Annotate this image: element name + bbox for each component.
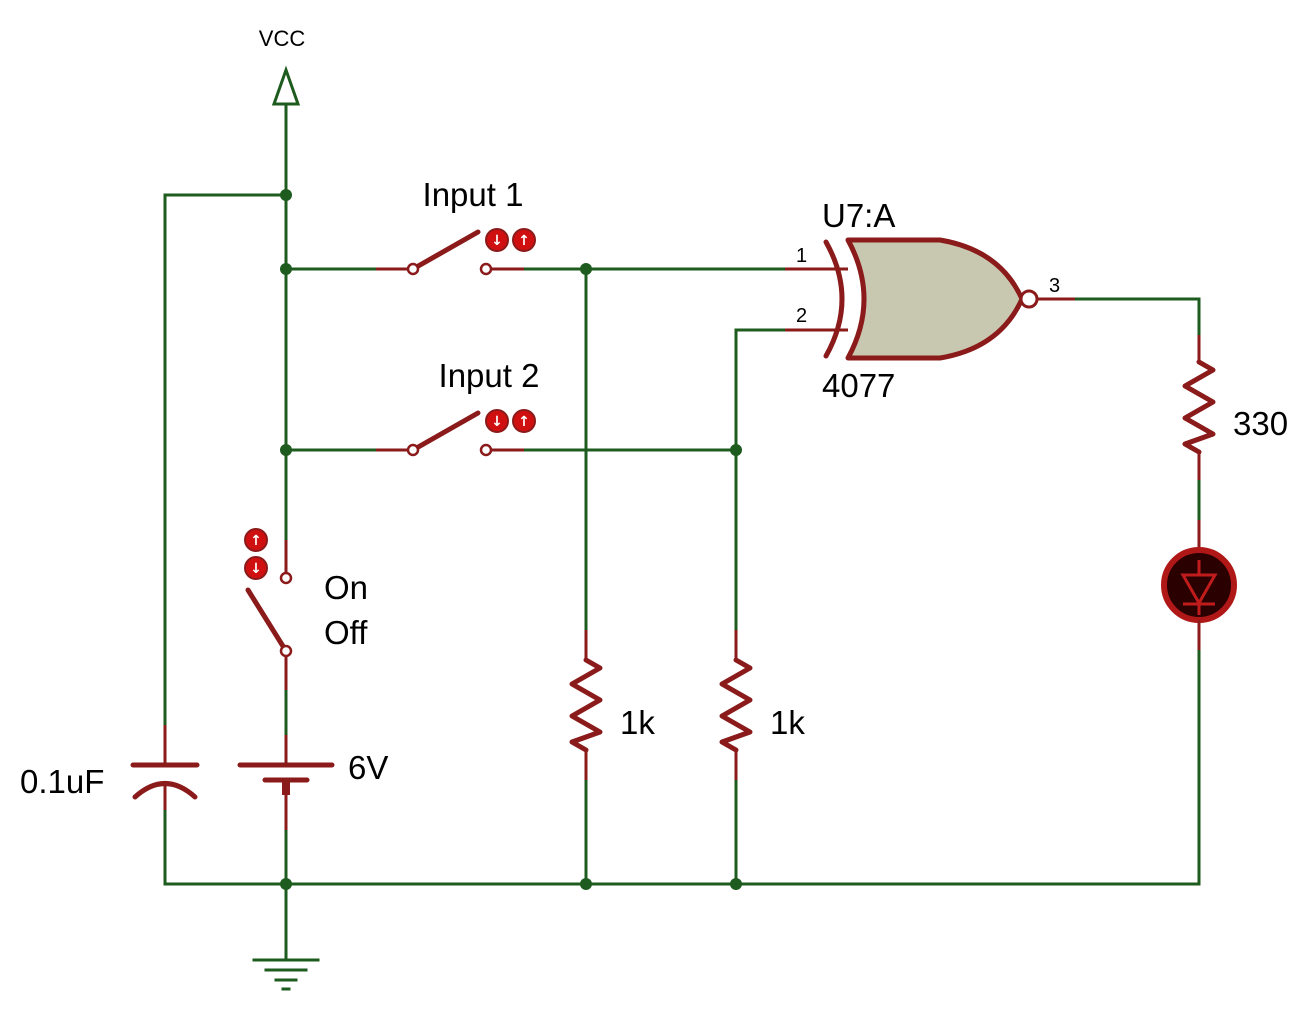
arrow-down-icon: ↓ xyxy=(491,233,503,249)
capacitor-icon: 0.1uF xyxy=(20,725,200,810)
ground-icon xyxy=(252,958,320,991)
switch-terminal xyxy=(279,571,293,585)
pin1-label: 1 xyxy=(796,245,807,267)
junction-dot xyxy=(580,878,592,890)
junction-dot xyxy=(580,263,592,275)
arrow-up-icon: ↑ xyxy=(250,533,262,549)
vcc-power-icon: VCC xyxy=(259,26,306,106)
battery-icon: 6V xyxy=(237,735,388,830)
power-on-label: On xyxy=(324,569,368,606)
input1-down-button[interactable]: ↓ xyxy=(485,228,509,252)
wires xyxy=(163,103,1201,960)
xnor-gate-icon: U7:A 4077 1 2 3 xyxy=(785,197,1075,404)
led-diode-icon xyxy=(1161,520,1237,650)
junction-dot xyxy=(730,444,742,456)
power-up-button[interactable]: ↑ xyxy=(244,528,268,552)
switch-terminal xyxy=(279,644,293,658)
resistor-330: 330 xyxy=(1182,335,1288,480)
input1-label: Input 1 xyxy=(423,176,524,213)
input2-down-button[interactable]: ↓ xyxy=(485,409,509,433)
resistor-1k-b: 1k xyxy=(719,630,805,780)
resistor-b-label: 1k xyxy=(770,704,805,741)
capacitor-label: 0.1uF xyxy=(20,763,104,800)
battery-label: 6V xyxy=(348,749,388,786)
cap-top-wire xyxy=(163,193,288,727)
junction-dot xyxy=(280,444,292,456)
switch-terminal xyxy=(406,443,420,457)
pin2-wire xyxy=(734,328,787,632)
junction-dot xyxy=(280,189,292,201)
junctions xyxy=(280,189,742,890)
input2-label: Input 2 xyxy=(439,357,540,394)
input2-switch[interactable]: Input 2 xyxy=(376,357,540,457)
junction-dot xyxy=(280,878,292,890)
vcc-label: VCC xyxy=(259,26,306,51)
arrow-up-icon: ↑ xyxy=(518,233,530,249)
switch-terminal xyxy=(406,262,420,276)
resistor-a-label: 1k xyxy=(620,704,655,741)
pin2-label: 2 xyxy=(796,305,807,327)
input1-up-button[interactable]: ↑ xyxy=(512,228,536,252)
switch-terminal xyxy=(479,262,493,276)
junction-dot xyxy=(730,878,742,890)
input1-switch[interactable]: Input 1 xyxy=(376,176,524,276)
resistor-1k-a: 1k xyxy=(569,630,655,780)
gate-part-label: 4077 xyxy=(822,367,895,404)
input2-up-button[interactable]: ↑ xyxy=(512,409,536,433)
arrow-down-icon: ↓ xyxy=(491,414,503,430)
resistor-led-label: 330 xyxy=(1233,405,1288,442)
power-switch[interactable]: On Off xyxy=(245,540,368,690)
power-off-label: Off xyxy=(324,614,368,651)
pin3-label: 3 xyxy=(1049,275,1060,297)
gate-ref-label: U7:A xyxy=(822,197,895,234)
power-down-button[interactable]: ↓ xyxy=(244,556,268,580)
switch-terminal xyxy=(479,443,493,457)
output-wire xyxy=(1073,297,1201,337)
arrow-down-icon: ↓ xyxy=(250,561,262,577)
junction-dot xyxy=(280,263,292,275)
arrow-up-icon: ↑ xyxy=(518,414,530,430)
